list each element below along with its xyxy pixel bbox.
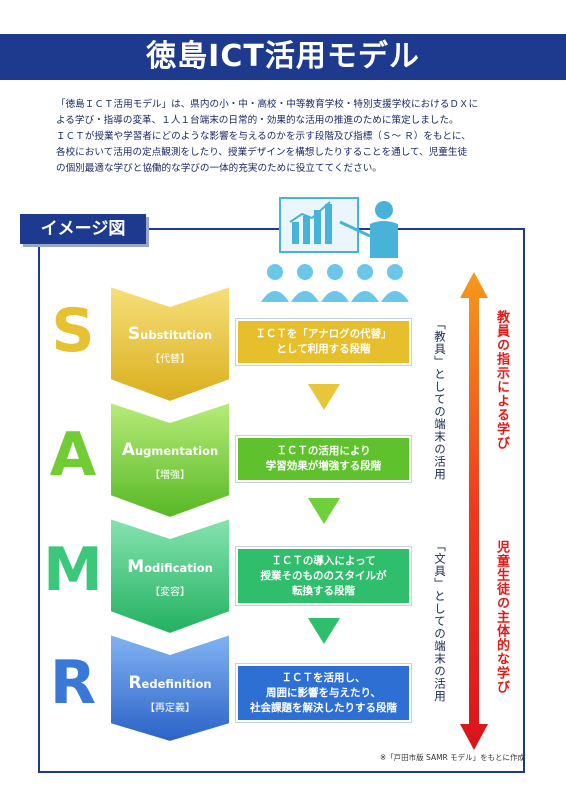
stage-name-initial: S bbox=[127, 324, 141, 344]
desc-line: 転換する段階 bbox=[292, 584, 355, 597]
audience-icon bbox=[261, 264, 409, 302]
chevron-substitution bbox=[109, 284, 231, 404]
chevron-modification bbox=[109, 516, 231, 636]
stage-letter-a: A bbox=[49, 420, 97, 490]
desc-line: ＩＣＴの導入によって bbox=[271, 554, 376, 567]
footnote: ※「戸田市版 SAMR モデル」をもとに作成 bbox=[379, 753, 525, 762]
stage-name-rest: edefinition bbox=[141, 677, 212, 691]
stage-label-augmentation: Augmentation 【増強】 bbox=[112, 440, 228, 481]
desc-line: 学習効果が増強する段階 bbox=[265, 460, 382, 472]
stage-desc-substitution: ＩＣＴを「アナログの代替」として利用する段階 bbox=[235, 318, 412, 366]
teacher-presenting-icon bbox=[279, 197, 398, 258]
page-title: 徳島ICT活用モデル bbox=[146, 39, 420, 74]
down-triangle-icon bbox=[308, 384, 340, 410]
stage-label-redefinition: Redefinition 【再定義】 bbox=[112, 673, 228, 714]
stage-jp: 【代替】 bbox=[150, 354, 190, 365]
stage-letter-r: R bbox=[49, 648, 97, 718]
stage-name-initial: M bbox=[127, 557, 145, 577]
intro-line: ＩＣＴが授業や学習者にどのような影響を与えるのかを示す段階及び指標（Ｓ～ Ｒ）を… bbox=[56, 131, 471, 142]
desc-line: 授業そのもののスタイルが bbox=[260, 569, 387, 582]
stage-jp: 【再定義】 bbox=[145, 703, 195, 714]
chevron-redefinition bbox=[109, 632, 231, 744]
stage-name: Augmentation bbox=[112, 440, 228, 460]
stage-name: Redefinition bbox=[112, 673, 228, 693]
stage-name: Modification bbox=[112, 557, 228, 577]
stage-name: Substitution bbox=[112, 324, 228, 344]
desc-line: 社会課題を解決したりする段階 bbox=[250, 701, 397, 714]
learning-tool-label: 「文具」としての端末の活用 bbox=[433, 540, 447, 703]
title-bar bbox=[0, 34, 566, 80]
intro-line: よる学び・指導の変革、１人１台端末の日常的・効果的な活用の推進のために策定しまし… bbox=[56, 115, 459, 126]
stage-letter-m: M bbox=[43, 535, 103, 605]
stage-jp: 【増強】 bbox=[150, 470, 190, 481]
intro-line: の個別最適な学びと協働的な学びの一体的充実のために役立ててください。 bbox=[56, 163, 382, 174]
desc-line: ＩＣＴを活用し、 bbox=[281, 671, 366, 684]
intro-line: 「徳島ＩＣＴ活用モデル」は、県内の小・中・高校・中等教育学校・特別支援学校におけ… bbox=[56, 99, 479, 110]
stage-letter-s: S bbox=[51, 296, 95, 366]
teacher-tool-label: 「教具」としての端末の活用 bbox=[433, 318, 447, 481]
stage-name-rest: ubstitution bbox=[140, 328, 213, 342]
stage-jp: 【変容】 bbox=[150, 587, 190, 598]
stage-name-rest: odification bbox=[144, 561, 213, 575]
stage-label-modification: Modification 【変容】 bbox=[112, 557, 228, 598]
stage-name-initial: R bbox=[128, 673, 142, 693]
chevron-augmentation bbox=[109, 400, 231, 520]
desc-line: 周囲に影響を与えたり、 bbox=[265, 686, 382, 699]
down-triangle-icon bbox=[308, 618, 340, 644]
teacher-led-label: 教員の指示による学び bbox=[494, 310, 509, 450]
stage-name-initial: A bbox=[121, 440, 135, 460]
desc-line: として利用する段階 bbox=[276, 343, 371, 355]
down-triangle-icon bbox=[308, 498, 340, 524]
intro-text: 「徳島ＩＣＴ活用モデル」は、県内の小・中・高校・中等教育学校・特別支援学校におけ… bbox=[56, 97, 526, 177]
desc-line: ＩＣＴを「アナログの代替」 bbox=[255, 328, 392, 340]
double-arrow-icon bbox=[460, 272, 488, 750]
stage-desc-modification: ＩＣＴの導入によって授業そのもののスタイルが転換する段階 bbox=[235, 546, 412, 606]
section-label: イメージ図 bbox=[20, 214, 146, 244]
desc-line: ＩＣＴの活用により bbox=[276, 445, 371, 457]
stage-label-substitution: Substitution 【代替】 bbox=[112, 324, 228, 365]
stage-name-rest: ugmentation bbox=[134, 444, 219, 458]
intro-line: 各校において活用の定点観測をしたり、授業デザインを構想したりすることを通して、児… bbox=[56, 147, 468, 158]
stage-desc-augmentation: ＩＣＴの活用により学習効果が増強する段階 bbox=[235, 435, 412, 483]
samr-chevrons bbox=[109, 284, 231, 744]
student-led-label: 児童生徒の主体的な学び bbox=[494, 540, 509, 694]
stage-desc-redefinition: ＩＣＴを活用し、周囲に影響を与えたり、社会課題を解決したりする段階 bbox=[235, 663, 412, 723]
